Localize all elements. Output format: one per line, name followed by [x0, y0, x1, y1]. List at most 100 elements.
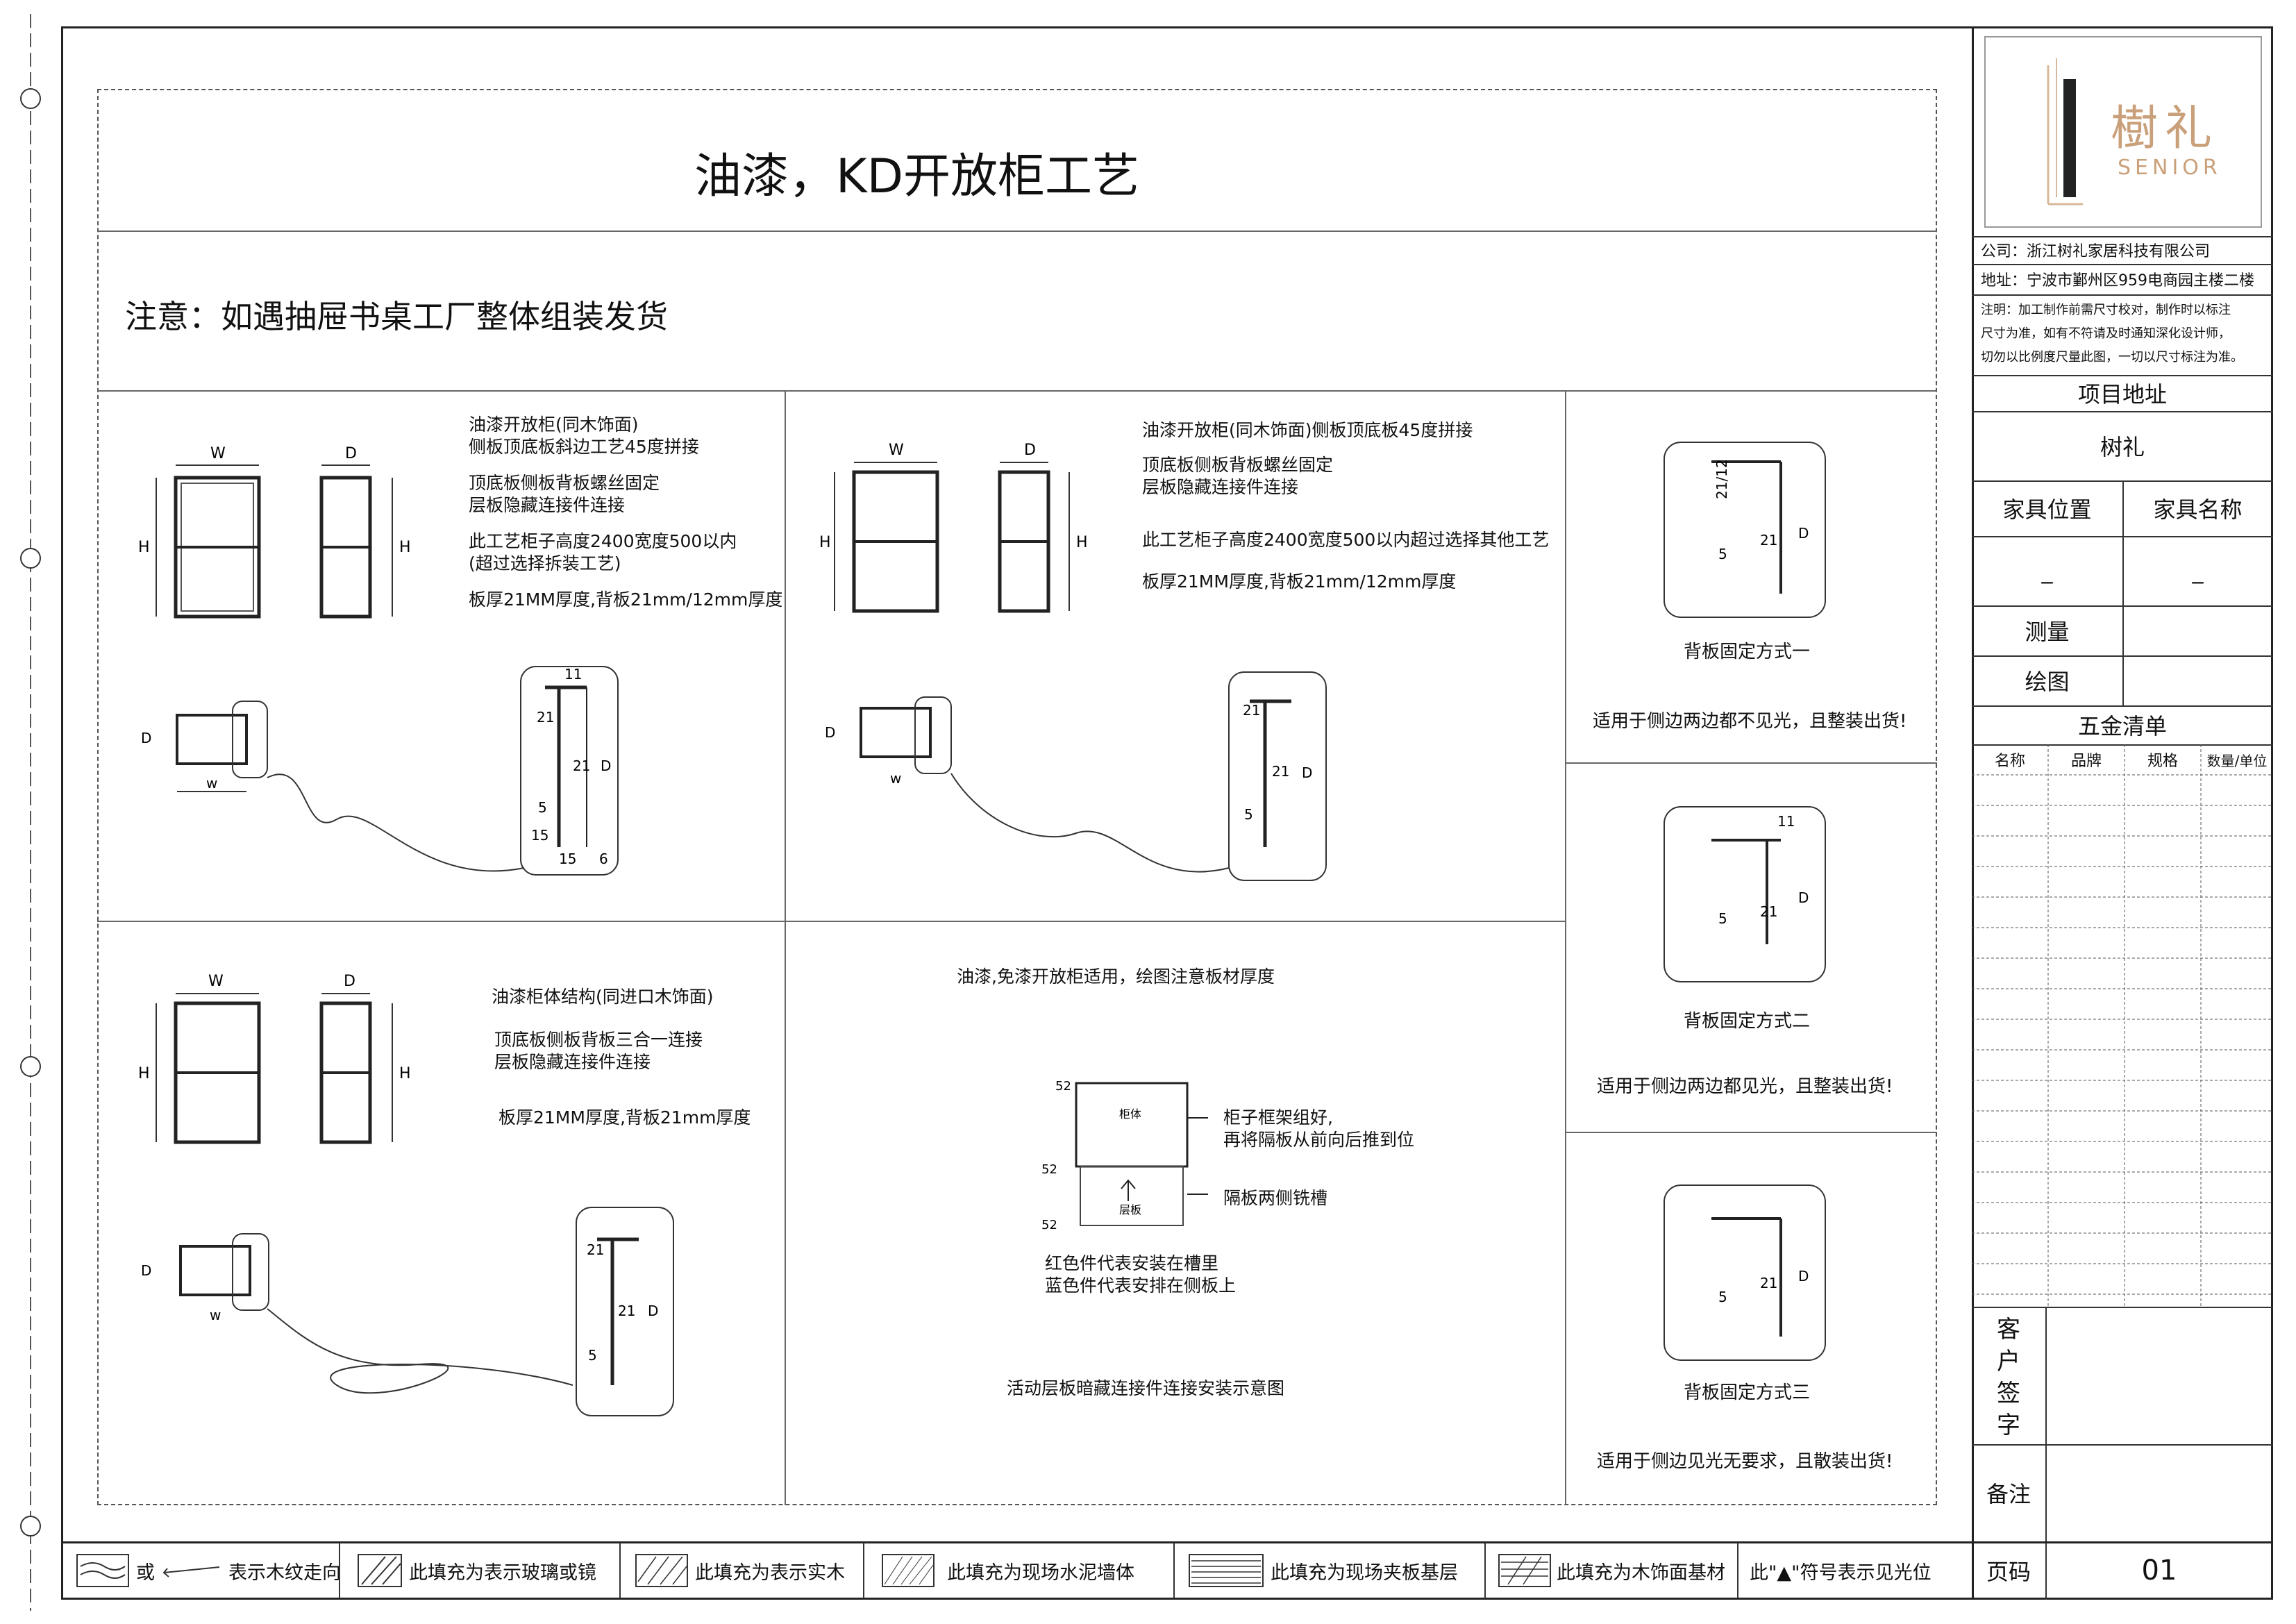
drawing-frame	[61, 26, 2273, 1600]
legend-wood-grain: 或 表示木纹走向	[76, 1543, 341, 1598]
hardware-col-header: 规格	[2147, 753, 2178, 770]
legend-text: 此填充为现场水泥墙体	[947, 1562, 1134, 1584]
back-fix-desc: 适用于侧边两边都见光，且整装出货!	[1597, 1076, 1893, 1097]
back-fix-diagram-2: 11 21 5 D	[1664, 806, 1826, 982]
svg-text:21: 21	[1760, 532, 1777, 549]
solid-wood-hatch-icon	[635, 1554, 688, 1587]
svg-text:W: W	[208, 973, 224, 990]
note-line: 油漆开放柜(同木饰面)	[469, 415, 639, 435]
svg-text:15: 15	[531, 827, 548, 844]
svg-text:D: D	[141, 1262, 151, 1279]
glass-hatch-icon	[358, 1554, 402, 1587]
note-line: 板厚21MM厚度,背板21mm/12mm厚度	[469, 589, 783, 610]
binding-circle	[20, 88, 41, 109]
svg-text:5: 5	[1718, 910, 1727, 927]
cabinet-plan-detail: D w 21 21 5 D	[825, 671, 1327, 881]
note-line: 板厚21MM厚度,背板21mm/12mm厚度	[1142, 571, 1457, 592]
svg-text:D: D	[648, 1303, 658, 1319]
logo-text: 樹礼	[2111, 101, 2220, 156]
cabinet-front-view: W H D H	[819, 442, 1088, 613]
remark-line: 尺寸为准，如有不符请及时通知深化设计师，	[1981, 326, 2231, 341]
note-line: 板厚21MM厚度,背板21mm厚度	[498, 1107, 751, 1128]
binding-circle	[20, 1056, 41, 1077]
svg-text:H: H	[399, 539, 411, 556]
wood-grain-icon	[76, 1554, 129, 1587]
hardware-grid	[1972, 744, 2273, 1307]
legend-veneer-base: 此填充为木饰面基材	[1498, 1543, 1725, 1598]
note-line: 层板隐藏连接件连接	[494, 1052, 651, 1072]
svg-text:w: w	[210, 1307, 221, 1323]
cabinet-front-view: W H D H	[138, 445, 411, 619]
back-fix-title: 背板固定方式三	[1684, 1382, 1811, 1403]
note-line: 此工艺柜子高度2400宽度500以内	[469, 531, 737, 551]
cabinet-plan-detail: D w 11 21 21 5 15 15 6 D	[141, 666, 619, 876]
legend-text: 或	[136, 1562, 155, 1584]
back-fix-title: 背板固定方式一	[1684, 642, 1811, 662]
note-line: 顶底板侧板背板螺丝固定	[469, 473, 660, 493]
furniture-name-value: _	[2192, 558, 2204, 584]
svg-text:柜体: 柜体	[1119, 1107, 1141, 1121]
note-line: (超过选择拆装工艺)	[469, 553, 621, 574]
furniture-name-label: 家具名称	[2153, 496, 2243, 523]
svg-text:5: 5	[1718, 546, 1727, 562]
note-line: 层板隐藏连接件连接	[469, 495, 626, 515]
back-fix-diagram-1: 21/12 21 5 D	[1664, 442, 1826, 618]
legend-text: 此"▲"符号表示见光位	[1750, 1562, 1932, 1584]
legend-plywood: 此填充为现场夹板基层	[1189, 1543, 1458, 1598]
svg-text:21/12: 21/12	[1713, 459, 1730, 499]
hardware-col-header: 名称	[1994, 753, 2025, 770]
svg-text:52: 52	[1041, 1218, 1057, 1232]
main-area	[97, 89, 1937, 1505]
svg-text:D: D	[1798, 1268, 1809, 1284]
svg-text:D: D	[1798, 889, 1809, 906]
page-number-value: 01	[2141, 1555, 2177, 1587]
brand-logo-icon	[2047, 58, 2083, 206]
svg-text:H: H	[138, 539, 150, 556]
callout-text: 柜子框架组好,	[1223, 1107, 1333, 1128]
company-name: 公司：浙江树礼家居科技有限公司	[1981, 243, 2211, 260]
svg-text:H: H	[1076, 534, 1088, 551]
note-line: 层板隐藏连接件连接	[1142, 477, 1299, 497]
binding-circle	[20, 1516, 41, 1537]
svg-text:D: D	[601, 757, 611, 774]
svg-text:21: 21	[573, 757, 590, 774]
note-line: 此工艺柜子高度2400宽度500以内超过选择其他工艺	[1142, 530, 1550, 550]
back-fix-diagram-3: 21 5 D	[1664, 1184, 1826, 1361]
svg-text:D: D	[1024, 442, 1036, 459]
shelf-install-diagram: 52 52 52 柜体 层板	[1041, 1079, 1208, 1232]
svg-text:D: D	[344, 973, 355, 990]
furniture-position-label: 家具位置	[2002, 496, 2092, 523]
svg-text:D: D	[1302, 764, 1312, 781]
svg-text:层板: 层板	[1119, 1203, 1141, 1216]
panel-heading: 油漆,免漆开放柜适用，绘图注意板材厚度	[957, 966, 1275, 987]
svg-text:D: D	[825, 724, 835, 741]
svg-text:D: D	[345, 445, 357, 462]
back-fix-desc: 适用于侧边见光无要求，且散装出货!	[1597, 1451, 1893, 1472]
legend-text: 此填充为现场夹板基层	[1271, 1562, 1458, 1584]
hardware-col-header: 品牌	[2070, 753, 2102, 770]
concrete-hatch-icon	[882, 1554, 935, 1587]
svg-text:21: 21	[1243, 702, 1260, 719]
project-label: 项目地址	[2077, 381, 2167, 408]
hardware-col-header: 数量/单位	[2206, 752, 2268, 769]
svg-text:H: H	[819, 534, 831, 551]
page-number-label: 页码	[1986, 1559, 2031, 1585]
legend-glass: 此填充为表示玻璃或镜	[358, 1543, 596, 1598]
furniture-position-value: _	[2041, 558, 2053, 584]
svg-text:21: 21	[1760, 1275, 1777, 1291]
svg-text:11: 11	[564, 666, 582, 683]
note-line: 侧板顶底板斜边工艺45度拼接	[469, 437, 699, 457]
svg-text:H: H	[399, 1065, 411, 1082]
svg-text:W: W	[210, 445, 226, 462]
svg-text:21: 21	[618, 1303, 635, 1319]
svg-text:52: 52	[1055, 1079, 1071, 1094]
svg-text:D: D	[1798, 525, 1809, 542]
logo-box: 樹礼 SENIOR	[1984, 36, 2262, 228]
note-line: 顶底板侧板背板螺丝固定	[1142, 455, 1334, 475]
measure-label: 测量	[2025, 619, 2070, 645]
note-line: 油漆开放柜(同木饰面)侧板顶底板45度拼接	[1142, 420, 1473, 440]
back-fix-title: 背板固定方式二	[1684, 1011, 1811, 1032]
veneer-hatch-icon	[1498, 1554, 1551, 1587]
legend-text: 此填充为木饰面基材	[1557, 1562, 1725, 1584]
svg-text:21: 21	[1272, 763, 1289, 780]
